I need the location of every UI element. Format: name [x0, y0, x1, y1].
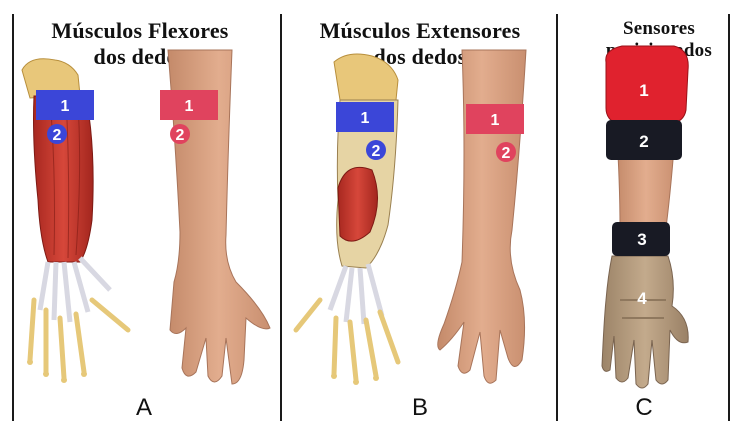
panel-b-anatomy-sensor-1-label: 1	[361, 110, 370, 127]
panel-a-letter: A	[124, 394, 164, 422]
panel-c-sensor-2-label: 2	[639, 132, 648, 151]
panel-c-sensor-1: 1	[606, 46, 688, 124]
panel-b-letter: B	[400, 394, 440, 422]
panel-c-sensor-4-label: 4	[637, 289, 647, 308]
panel-a-anatomy-sensor-1: 1	[36, 90, 94, 120]
panel-a-anatomy-sensor-1-label: 1	[61, 98, 70, 115]
panel-a-skin-sensor-2: 2	[170, 124, 190, 144]
panel-a-anatomy-sensor-2-label: 2	[53, 127, 62, 144]
panel-a-skin-sensor-1-label: 1	[185, 98, 194, 115]
panel-b-skin-sensor-2-label: 2	[502, 145, 511, 162]
panel-a-anatomy-sensor-2: 2	[47, 124, 67, 144]
panel-a-skin-sensor-2-label: 2	[176, 127, 185, 144]
panel-c-sensor-4: 4	[637, 289, 647, 308]
panel-b-skin-sensor-1: 1	[466, 104, 524, 134]
panel-b-skin-sensor-1-label: 1	[491, 112, 500, 129]
panel-c-glove	[602, 256, 688, 388]
panel-c-letter: C	[624, 394, 664, 422]
panel-b-anatomy-sensor-2: 2	[366, 140, 386, 160]
panel-a-skin-sensor-1: 1	[160, 90, 218, 120]
panel-c-sensor-3: 3	[612, 222, 670, 256]
panel-b-anatomy-sensor-1: 1	[336, 102, 394, 132]
panel-c-sensor-2: 2	[606, 120, 682, 160]
panel-b-skin-sensor-2: 2	[496, 142, 516, 162]
panel-b-anatomy-sensor-2-label: 2	[372, 143, 381, 160]
panel-c-sensor-3-label: 3	[637, 230, 646, 249]
panel-c-sensor-1-label: 1	[639, 81, 648, 100]
panel-b-skin-arm	[438, 50, 526, 383]
